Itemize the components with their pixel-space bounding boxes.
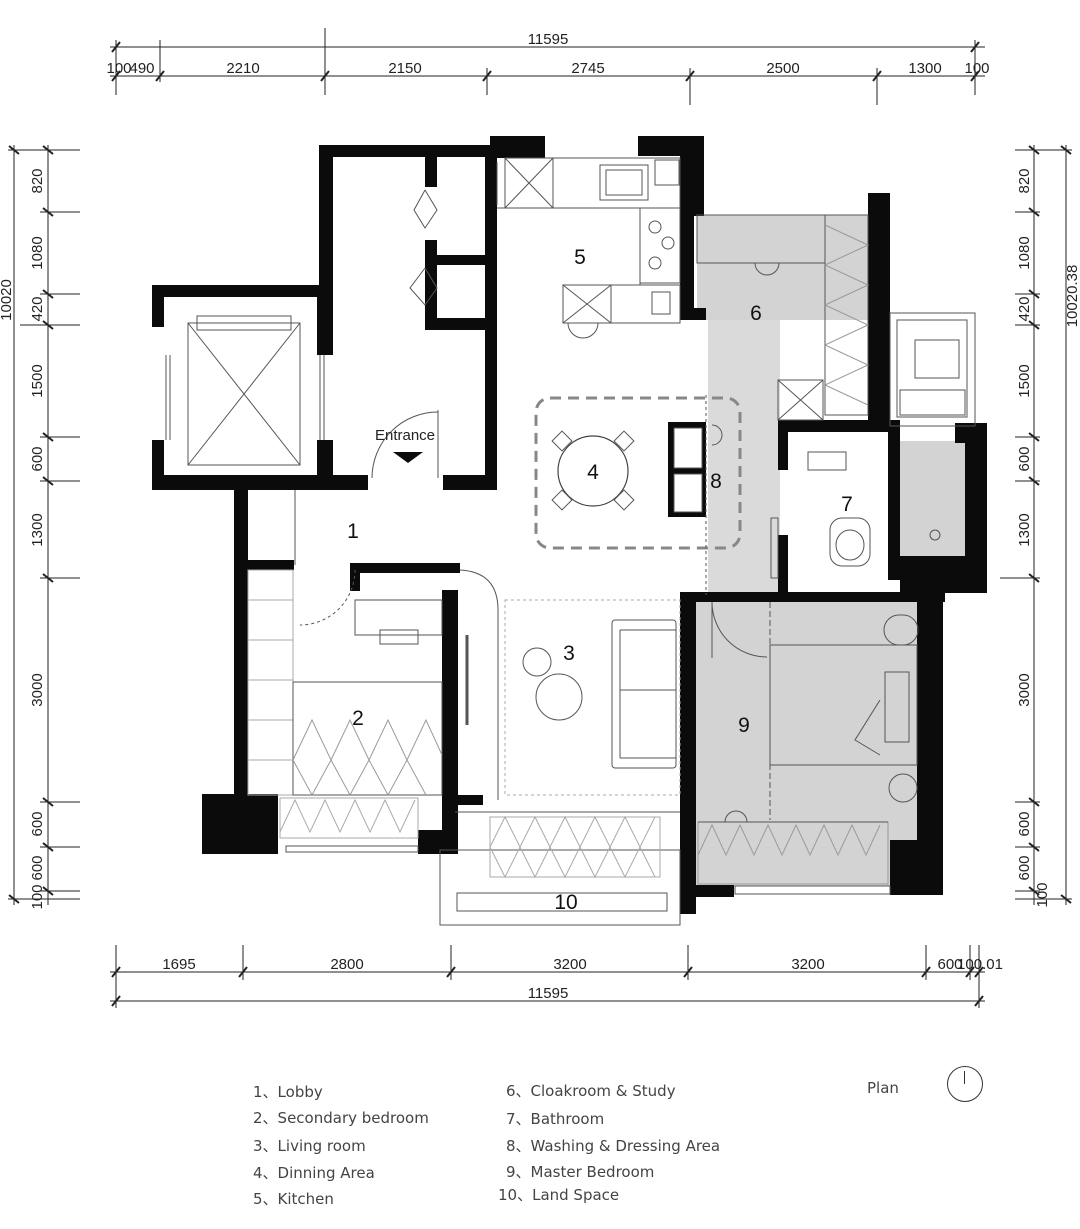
top-dim-3: 2210 [226, 60, 259, 77]
left-dim-1: 820 [29, 168, 46, 193]
legend-item-kitchen: 5、Kitchen [253, 1190, 334, 1208]
room-number-9: 9 [738, 714, 750, 737]
left-dim-5: 600 [29, 446, 46, 471]
room-number-10: 10 [554, 891, 577, 914]
left-dim-3: 420 [29, 296, 46, 321]
left-dim-7: 3000 [29, 673, 46, 706]
top-dimensions [110, 28, 985, 105]
right-dim-10: 100 [1034, 882, 1051, 907]
top-dim-7: 1300 [908, 60, 941, 77]
washing-floor [708, 320, 780, 592]
plan-label: Plan [867, 1079, 899, 1097]
legend-item-living-room: 3、Living room [253, 1137, 366, 1155]
top-dim-5: 2745 [571, 60, 604, 77]
legend-item-lobby: 1、Lobby [253, 1083, 323, 1101]
room-number-7: 7 [841, 493, 853, 516]
legend-item-bathroom: 7、Bathroom [506, 1110, 605, 1128]
bottom-dim-6: 100.01 [957, 956, 1003, 973]
right-dim-5: 600 [1016, 446, 1033, 471]
top-dim-4: 2150 [388, 60, 421, 77]
left-dim-9: 600 [29, 855, 46, 880]
master-bedroom-floor [695, 600, 920, 886]
left-dim-4: 1500 [29, 364, 46, 397]
north-arrow-icon [947, 1066, 983, 1102]
legend-item-cloakroom-study: 6、Cloakroom & Study [506, 1082, 676, 1100]
right-dim-3: 420 [1016, 296, 1033, 321]
bottom-dim-2: 2800 [330, 956, 363, 973]
right-dim-1: 820 [1016, 168, 1033, 193]
right-dimensions [1000, 145, 1072, 905]
right-dim-4: 1500 [1016, 364, 1033, 397]
legend-item-master-bedroom: 9、Master Bedroom [506, 1163, 655, 1181]
left-dim-10: 100 [29, 884, 46, 909]
right-dim-6: 1300 [1016, 513, 1033, 546]
room-number-4: 4 [587, 461, 599, 484]
top-dim-8: 100 [964, 60, 989, 77]
right-dim-8: 600 [1016, 811, 1033, 836]
room-number-8: 8 [710, 470, 722, 493]
gray-floor-areas [695, 215, 965, 886]
room-number-5: 5 [574, 246, 586, 269]
room-number-6: 6 [750, 302, 762, 325]
top-dim-2: 490 [129, 60, 154, 77]
left-dim-8: 600 [29, 811, 46, 836]
entrance-arrow [393, 452, 423, 463]
bathroom-shower-floor [900, 441, 965, 556]
legend-item-land-space: 10、Land Space [498, 1186, 620, 1204]
cloakroom-floor [697, 215, 869, 320]
top-dim-6: 2500 [766, 60, 799, 77]
right-dim-2: 1080 [1016, 236, 1033, 269]
bottom-dim-1: 1695 [162, 956, 195, 973]
legend-item-washing-dressing: 8、Washing & Dressing Area [506, 1137, 721, 1155]
left-dimensions [8, 145, 80, 905]
bottom-dim-3: 3200 [553, 956, 586, 973]
bottom-dimensions [110, 945, 985, 1008]
room-number-1: 1 [347, 520, 359, 543]
right-dim-7: 3000 [1016, 673, 1033, 706]
bottom-dim-4: 3200 [791, 956, 824, 973]
top-dim-1: 100 [106, 60, 131, 77]
right-dim-9: 600 [1016, 855, 1033, 880]
left-dim-6: 1300 [29, 513, 46, 546]
legend-item-dining-area: 4、Dinning Area [253, 1164, 375, 1182]
bottom-dim-5: 600 [937, 956, 962, 973]
room-number-2: 2 [352, 707, 364, 730]
top-total-dimension: 11595 [528, 31, 569, 48]
left-dim-2: 1080 [29, 236, 46, 269]
left-total-dimension: 10020 [0, 279, 15, 321]
entrance-label: Entrance [375, 427, 435, 444]
fine-lines [165, 157, 976, 926]
bottom-total-dimension: 11595 [528, 985, 569, 1002]
walls [152, 136, 987, 914]
room-number-3: 3 [563, 642, 575, 665]
elevator-car [187, 322, 301, 466]
legend-item-secondary-bedroom: 2、Secondary bedroom [253, 1109, 429, 1127]
right-total-dimension: 10020.38 [1064, 265, 1080, 328]
